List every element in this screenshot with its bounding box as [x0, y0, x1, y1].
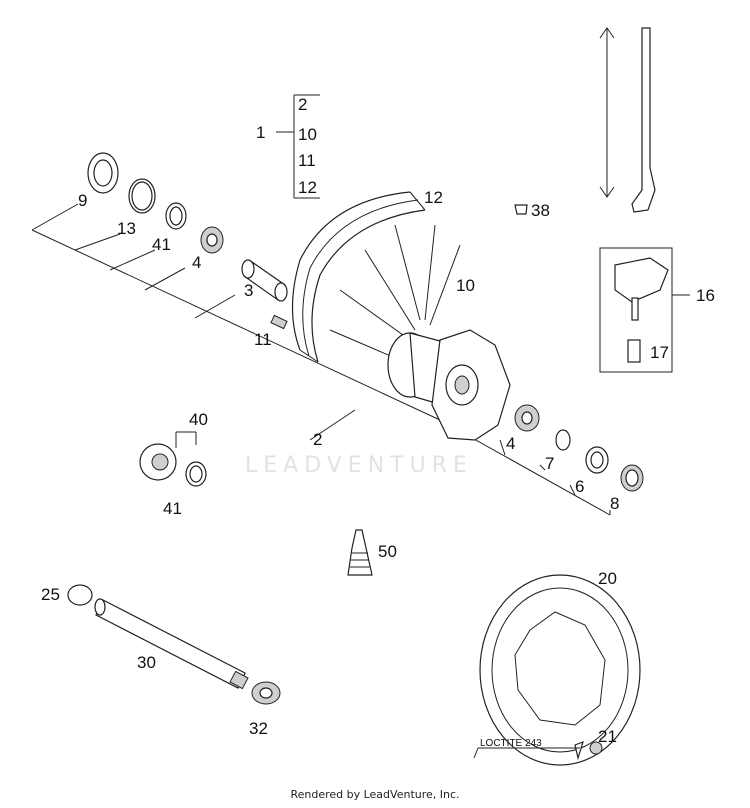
callout-12: 12: [424, 188, 443, 207]
callout-1-10: 10: [298, 125, 317, 144]
callout-2: 2: [313, 430, 322, 449]
bearing-4: [200, 226, 224, 254]
brake-disc-20: [473, 574, 641, 766]
rim-lock-box: [599, 247, 690, 373]
spacer-ring-13: [128, 178, 156, 214]
circlip-41: [165, 202, 187, 230]
callout-16: 16: [696, 286, 715, 305]
callout-17: 17: [650, 343, 669, 362]
callout-50: 50: [378, 542, 397, 561]
callout-41-top: 41: [152, 235, 171, 254]
spokes-10: [329, 224, 461, 361]
callout-3: 3: [244, 281, 253, 300]
callout-41-bottom: 41: [163, 499, 182, 518]
rim-12: [291, 191, 426, 363]
bearing-4-right: [514, 404, 540, 432]
hub-2: [387, 329, 511, 441]
callout-6: 6: [575, 477, 584, 496]
leader-lines: [31, 203, 611, 516]
callout-30: 30: [137, 653, 156, 672]
dust-seal-9: [87, 152, 119, 194]
spacer-tube-3: [241, 259, 288, 302]
callout-32: 32: [249, 719, 268, 738]
callout-4-right: 4: [506, 434, 515, 453]
loctite-label: LOCTITE 243: [480, 738, 542, 749]
dust-seal-8: [620, 464, 644, 492]
callout-25: 25: [41, 585, 60, 604]
callout-8: 8: [610, 494, 619, 513]
footer-credit: Rendered by LeadVenture, Inc.: [290, 788, 460, 801]
speedo-drive-40: [139, 431, 207, 487]
callout-7: 7: [545, 454, 554, 473]
callout-9: 9: [78, 191, 87, 210]
seal-6: [585, 446, 609, 474]
callout-1-2: 2: [298, 95, 307, 114]
callout-1: 1: [256, 123, 265, 142]
callout-21: 21: [598, 727, 617, 746]
callout-10: 10: [456, 276, 475, 295]
callout-bracket-1: [276, 94, 320, 199]
callout-1-12: 12: [298, 178, 317, 197]
spoke-nipple-11: [270, 314, 288, 330]
loctite-tube-50: [347, 529, 373, 576]
valve-cap-38: [514, 204, 528, 215]
callout-40: 40: [189, 410, 208, 429]
watermark-text: LEADVENTURE: [245, 453, 473, 478]
callout-11: 11: [254, 330, 272, 349]
callout-13: 13: [117, 219, 136, 238]
spoke-tool: [599, 27, 656, 213]
circlip-7: [555, 429, 571, 451]
callout-20: 20: [598, 569, 617, 588]
axle-30: [67, 584, 281, 705]
callout-38: 38: [531, 201, 550, 220]
callout-4-left: 4: [192, 253, 201, 272]
callout-1-11: 11: [298, 151, 316, 170]
